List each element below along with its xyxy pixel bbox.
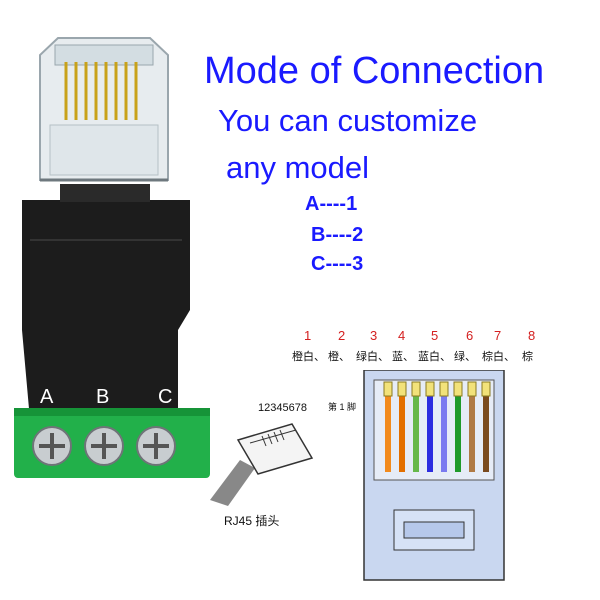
terminal-label-a: A: [40, 386, 54, 408]
pin-color-name: 橙白、: [292, 351, 325, 363]
pin-color-name: 绿白、: [356, 351, 389, 363]
wiring-diagram: [363, 370, 505, 581]
subtitle-line-1: You can customize: [218, 103, 478, 138]
page-title: Mode of Connection: [204, 50, 545, 92]
pin-number: 4: [398, 328, 406, 343]
terminal-label-b: B: [96, 386, 110, 408]
pin-number: 3: [370, 328, 378, 343]
pin-1-label: 第 1 脚: [328, 402, 357, 412]
rj45-pin-order: 12345678: [258, 402, 307, 414]
terminal-label-c: C: [158, 386, 173, 408]
pin-color-name: 棕: [522, 351, 533, 363]
screw-icon: [84, 426, 124, 466]
mapping-b: B----2: [311, 224, 364, 246]
pin-number: 2: [338, 328, 346, 343]
rj45-adapter-photo: [14, 37, 210, 478]
screw-icon: [32, 426, 72, 466]
pin-color-name: 蓝白、: [418, 351, 451, 363]
subtitle-line-2: any model: [226, 150, 370, 185]
pin-number: 1: [304, 328, 312, 343]
pin-number: 8: [528, 328, 536, 343]
pin-color-name: 绿、: [454, 351, 476, 363]
pin-color-name: 蓝、: [392, 351, 414, 363]
pin-number: 6: [466, 328, 474, 343]
pin-number: 7: [494, 328, 502, 343]
mapping-c: C----3: [311, 253, 364, 275]
pin-color-name: 橙、: [328, 351, 350, 363]
mapping-a: A----1: [305, 193, 358, 215]
rj45-sketch: [210, 423, 314, 506]
pin-number: 5: [431, 328, 439, 343]
rj45-plug-icon: [39, 37, 169, 182]
pin-color-name: 棕白、: [482, 351, 515, 363]
rj45-caption: RJ45 插头: [224, 514, 280, 528]
screw-icon: [136, 426, 176, 466]
